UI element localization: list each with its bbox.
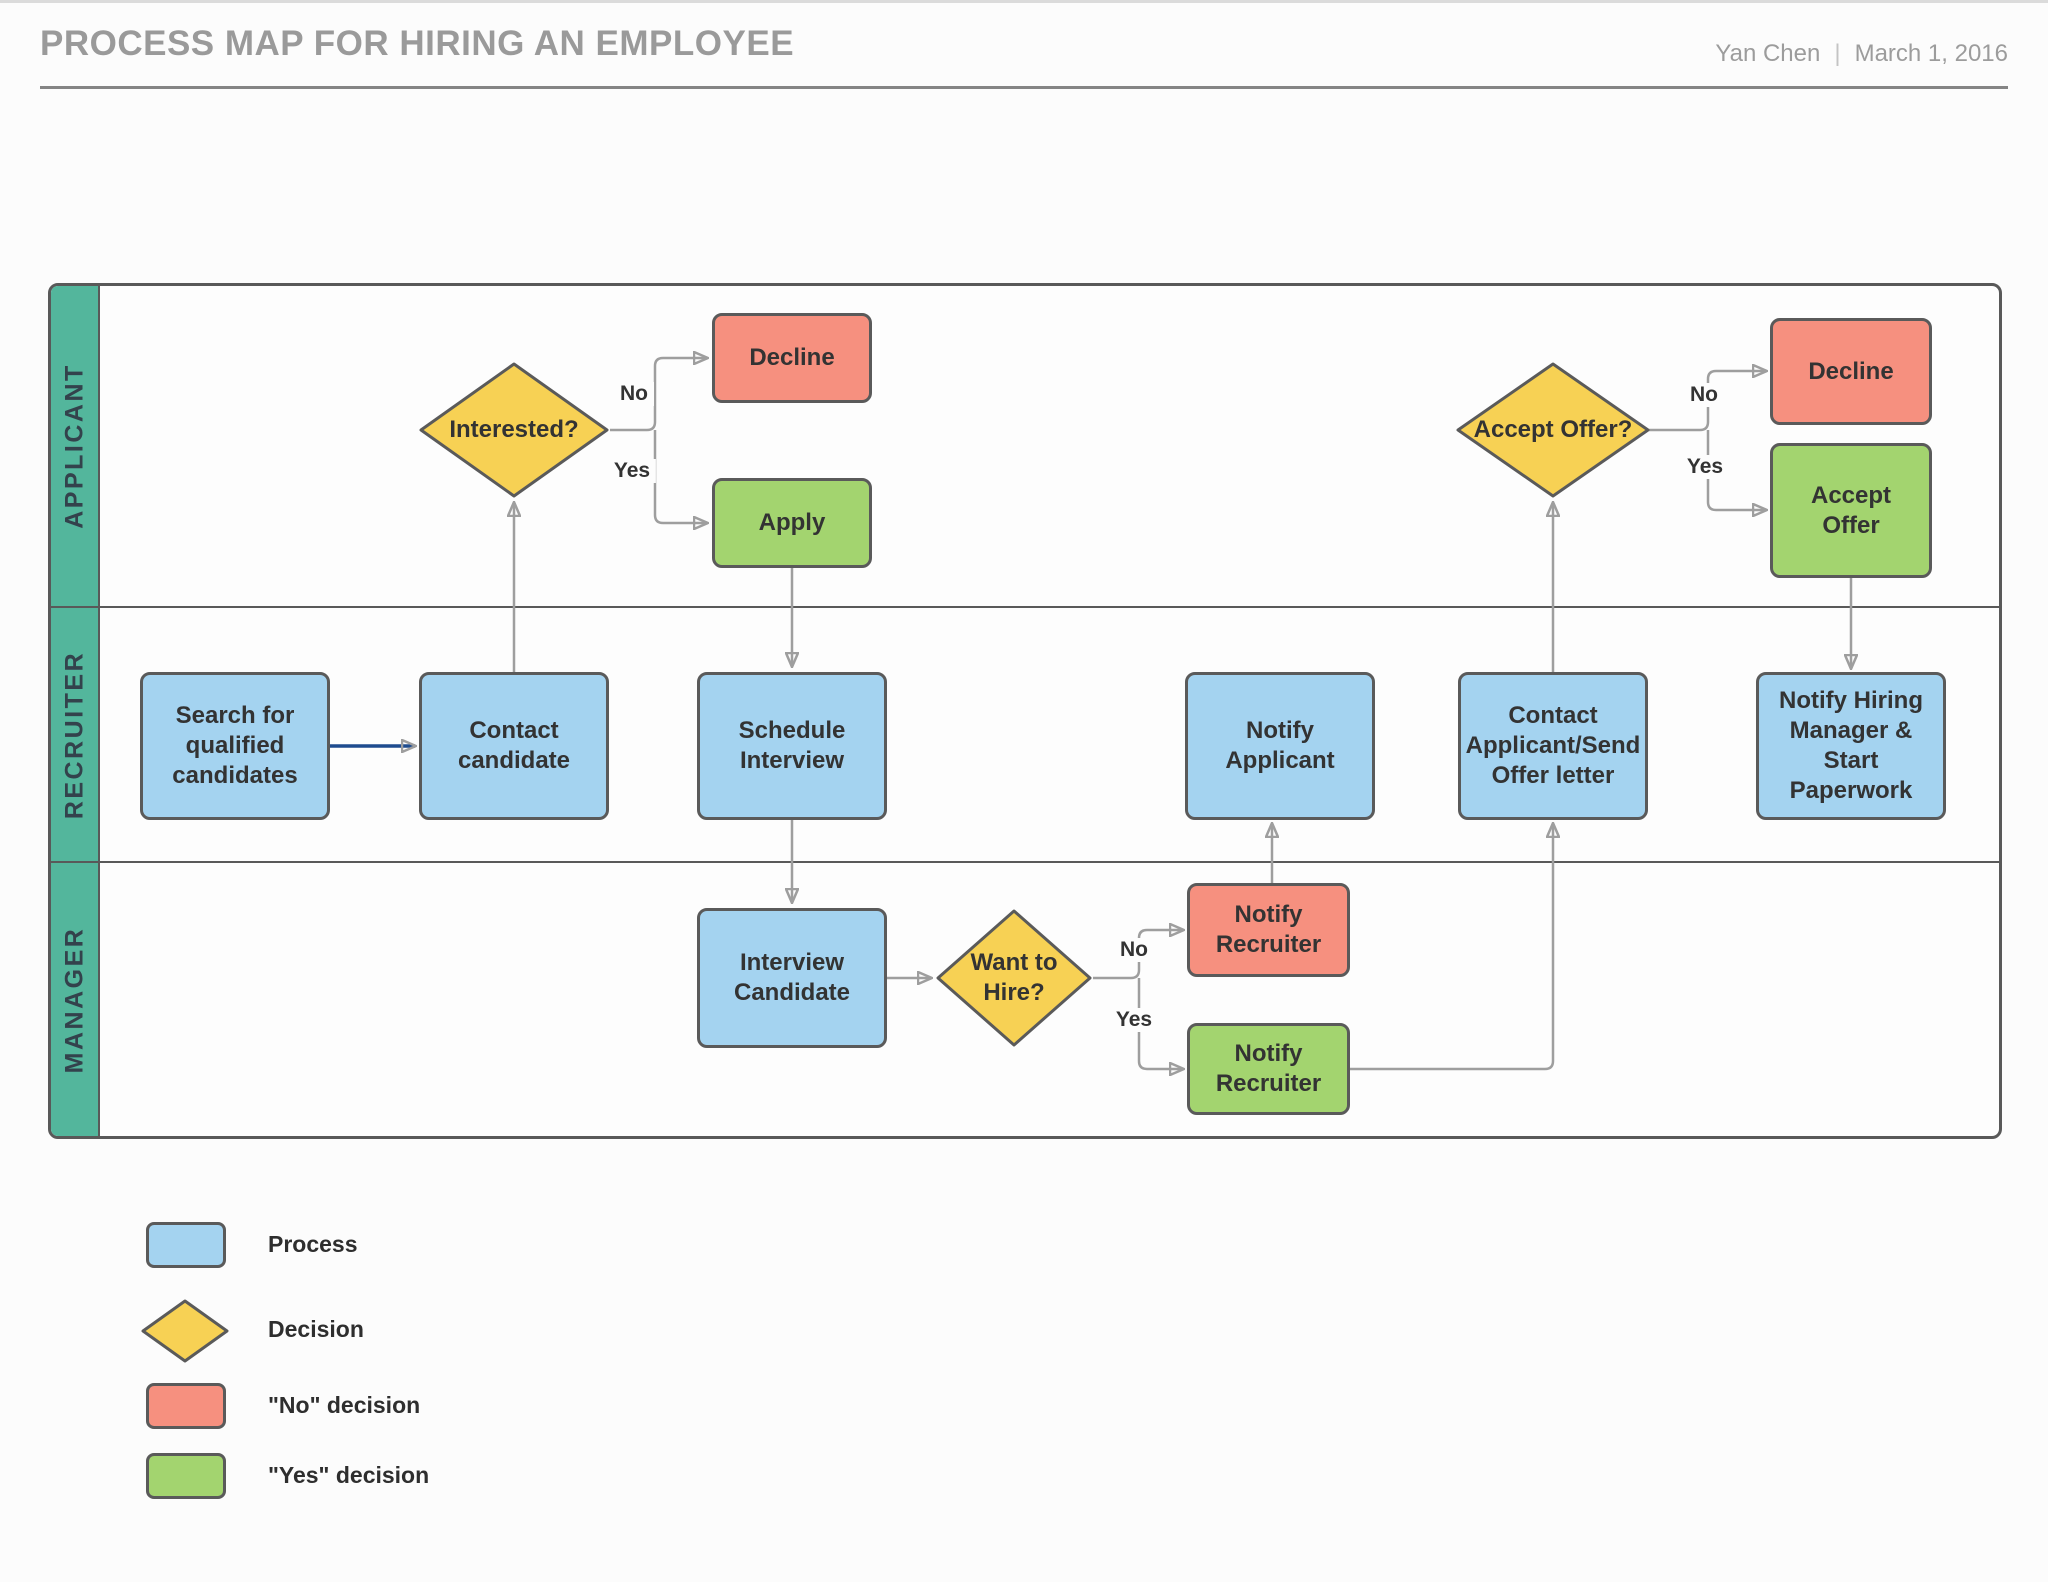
node-label: Decline xyxy=(1808,357,1894,385)
node-interview-candidate: Interview Candidate xyxy=(697,908,887,1048)
lane-label-recruiter: RECRUITER xyxy=(60,650,88,819)
legend-label-decision: Decision xyxy=(268,1316,364,1342)
node-label: Accept Offer xyxy=(1810,481,1892,539)
lane-label-cell-applicant: APPLICANT xyxy=(51,286,100,606)
date-text: March 1, 2016 xyxy=(1854,40,2008,67)
node-label: Schedule Interview xyxy=(738,717,846,774)
legend-label-process: Process xyxy=(268,1231,358,1257)
legend-label-no-decision: "No" decision xyxy=(268,1392,421,1418)
lane-recruiter: RECRUITER xyxy=(51,606,1999,861)
node-label: Notify Recruiter xyxy=(1215,1040,1322,1097)
page-title: PROCESS MAP FOR HIRING AN EMPLOYEE xyxy=(40,24,795,63)
decision-diamond-shape xyxy=(419,362,609,498)
author-name: Yan Chen xyxy=(1715,40,1821,67)
node-notify-recruiter-no: Notify Recruiter xyxy=(1187,883,1350,977)
node-label: Apply xyxy=(758,509,826,536)
edge-label-wanthire-no: No xyxy=(1114,938,1154,962)
legend-swatch-process xyxy=(146,1222,226,1268)
edge-label-accept-yes: Yes xyxy=(1680,455,1730,479)
legend-label-yes-decision: "Yes" decision xyxy=(268,1462,430,1488)
decision-diamond-shape xyxy=(1456,362,1650,498)
edge-label-interested-no: No xyxy=(614,382,654,406)
lane-applicant: APPLICANT xyxy=(51,286,1999,606)
legend-swatch-no-decision xyxy=(146,1383,226,1429)
edge-label-accept-no: No xyxy=(1684,383,1724,407)
node-decline-interest: Decline xyxy=(712,313,872,403)
edge-label-wanthire-yes: Yes xyxy=(1109,1008,1159,1032)
node-schedule-interview: Schedule Interview xyxy=(697,672,887,820)
node-label: Interested? xyxy=(449,416,579,443)
node-search-candidates: Search for qualified candidates xyxy=(140,672,330,820)
byline-separator: | xyxy=(1834,40,1841,67)
node-notify-recruiter-yes: Notify Recruiter xyxy=(1187,1023,1350,1115)
node-label: Notify Hiring Manager & Start Paperwork xyxy=(1779,687,1923,804)
node-contact-candidate: Contact candidate xyxy=(419,672,609,820)
lane-body-recruiter xyxy=(100,608,1999,861)
node-label: Decline xyxy=(749,344,835,371)
node-apply: Apply xyxy=(712,478,872,568)
lane-label-cell-recruiter: RECRUITER xyxy=(51,608,100,861)
node-accept-offer: Accept Offer xyxy=(1770,443,1932,578)
byline: Yan Chen | March 1, 2016 xyxy=(1715,40,2008,68)
lane-manager: MANAGER xyxy=(51,861,1999,1136)
top-edge-line xyxy=(0,0,2048,3)
legend-swatch-yes-decision xyxy=(146,1453,226,1499)
lane-label-cell-manager: MANAGER xyxy=(51,863,100,1136)
node-want-to-hire-decision: Want to Hire? xyxy=(935,908,1093,1048)
node-decline-offer: Decline xyxy=(1770,318,1932,425)
node-interested-decision: Interested? xyxy=(418,361,610,499)
node-label: Accept Offer? xyxy=(1473,416,1633,443)
node-label: Search for qualified candidates xyxy=(172,702,298,789)
header-rule xyxy=(40,86,2008,89)
lane-body-applicant xyxy=(100,286,1999,606)
decision-diamond-shape xyxy=(936,909,1092,1047)
node-accept-offer-decision: Accept Offer? xyxy=(1455,361,1651,499)
lane-label-applicant: APPLICANT xyxy=(60,363,88,529)
node-label: Contact Applicant/Send Offer letter xyxy=(1465,702,1641,789)
node-label: Interview Candidate xyxy=(733,949,850,1006)
node-notify-applicant: Notify Applicant xyxy=(1185,672,1375,820)
edge-label-interested-yes: Yes xyxy=(607,459,657,483)
lane-label-manager: MANAGER xyxy=(60,926,88,1073)
node-label: Contact candidate xyxy=(457,717,571,774)
node-label: Want to Hire? xyxy=(970,949,1058,1006)
node-label: Notify Recruiter xyxy=(1215,901,1322,958)
node-contact-applicant-send-offer: Contact Applicant/Send Offer letter xyxy=(1458,672,1648,820)
node-notify-hiring-manager: Notify Hiring Manager & Start Paperwork xyxy=(1756,672,1946,820)
node-label: Notify Applicant xyxy=(1225,717,1335,774)
legend-swatch-decision xyxy=(141,1299,229,1363)
